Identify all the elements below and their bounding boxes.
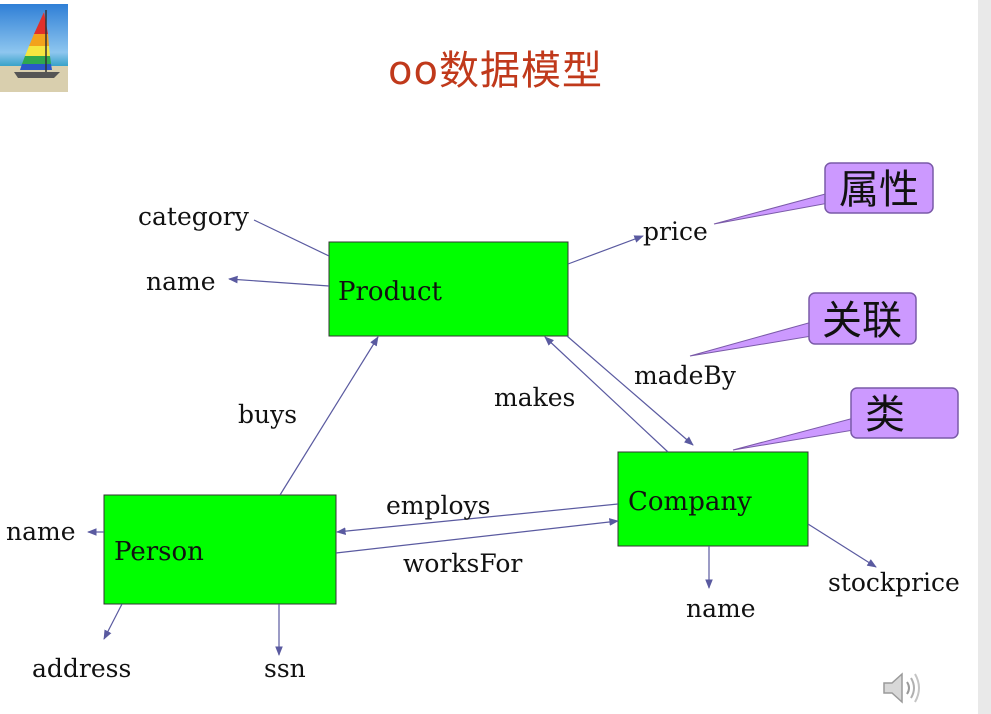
makes-arrow — [544, 336, 669, 453]
madeby-label: madeBy — [634, 361, 737, 390]
person-address-label: address — [32, 654, 131, 683]
product-box — [328, 241, 569, 337]
sailboat-logo-icon — [0, 4, 68, 92]
employs-label: employs — [386, 491, 491, 520]
company-stockprice-label: stockprice — [828, 568, 960, 597]
person-ssn-label: ssn — [264, 654, 306, 683]
callout-association: 关联 — [689, 292, 917, 357]
product-price-label: price — [643, 217, 708, 246]
company-class-label: Company — [628, 487, 752, 517]
product-class-label: Product — [338, 277, 443, 307]
product-category-label: category — [138, 202, 250, 231]
worksfor-arrow — [335, 518, 619, 554]
worksfor-label: worksFor — [403, 549, 522, 578]
product-name-label: name — [146, 267, 216, 296]
product-price-arrow — [567, 235, 644, 265]
person-class-label: Person — [114, 537, 204, 567]
speaker-icon[interactable] — [880, 668, 928, 708]
callout-attribute: 属性 — [713, 162, 934, 225]
product-name-arrow — [228, 275, 330, 287]
employs-arrow — [336, 503, 619, 535]
company-name-label: name — [686, 594, 756, 623]
company-stockprice-arrow — [807, 523, 877, 568]
page-title: oo数据模型 — [388, 48, 603, 94]
product-category-line — [253, 219, 330, 257]
person-box — [103, 494, 337, 605]
person-name-label: name — [6, 517, 76, 546]
buys-label: buys — [238, 400, 297, 429]
callout-attribute-text: 属性 — [839, 167, 919, 213]
company-box — [617, 451, 809, 547]
callout-class-text: 类 — [865, 392, 905, 438]
makes-label: makes — [494, 383, 575, 412]
callout-class: 类 — [732, 387, 959, 451]
person-address-arrow — [103, 603, 123, 640]
buys-arrow — [279, 336, 379, 496]
madeby-arrow — [566, 335, 694, 446]
scrollbar-track[interactable] — [978, 0, 991, 714]
callout-association-text: 关联 — [822, 298, 902, 344]
